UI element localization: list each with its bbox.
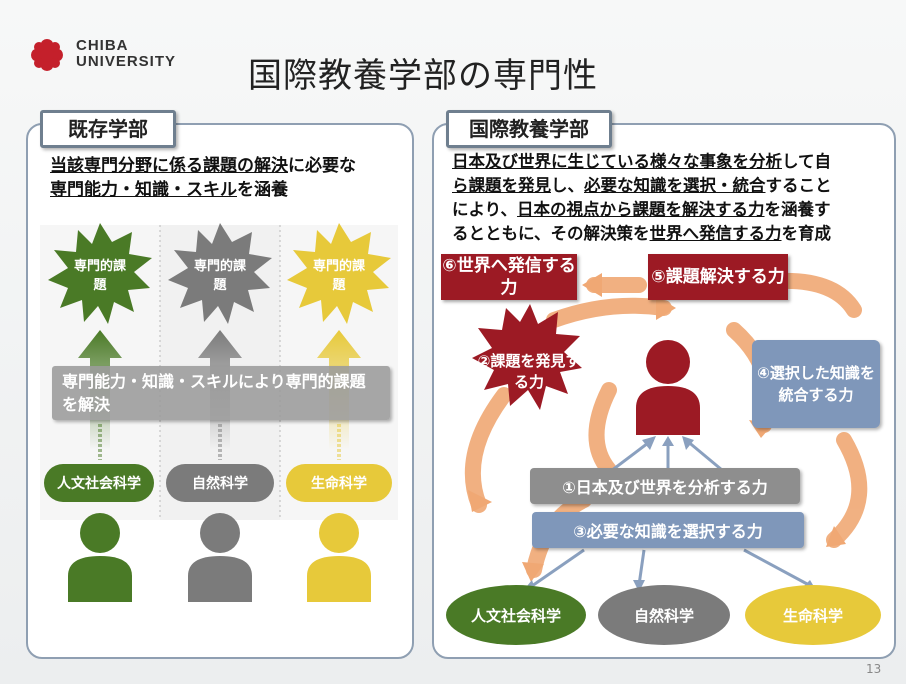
person-icon [188, 513, 252, 602]
discipline-pill: 人文社会科学 [44, 464, 154, 502]
left-lead-part: に必要な [288, 156, 356, 176]
right-lead-part: を涵養す [764, 200, 831, 219]
logo-line-1: CHIBA [76, 37, 129, 54]
left-lead-part: 当該専門分野に係る課題の解決 [50, 156, 288, 176]
step4-box: ④選択した知識を統合する力 [752, 340, 880, 428]
page-number: 13 [866, 662, 882, 676]
burst-label: 専門的課題 [193, 259, 246, 293]
person-icon [307, 513, 371, 602]
right-lead-part: 世界へ発信する力 [649, 224, 782, 243]
left-lead-part: を涵養 [237, 180, 288, 200]
cycle-arrows [464, 272, 868, 578]
burst-shape [168, 223, 272, 324]
right-lead-part: るとともに、その解決策を [452, 224, 650, 243]
right-lead-part: 必要な知識を選択・統合 [584, 176, 766, 195]
discipline-pill: 自然科学 [166, 464, 274, 502]
left-lead-text: 当該専門分野に係る課題の解決に必要な 専門能力・知識・スキルを涵養 [50, 154, 402, 202]
dashed-lines [98, 424, 341, 460]
field-oval: 生命科学 [745, 585, 881, 645]
right-lead-part: を育成 [781, 224, 832, 243]
chiba-logo-icon [31, 39, 63, 71]
person-icon [68, 513, 132, 602]
left-panel-tab: 既存学部 [40, 110, 176, 148]
right-lead-part: すること [765, 176, 832, 195]
right-panel-tab: 国際教養学部 [446, 110, 612, 148]
discovery-burst [472, 304, 582, 410]
field-oval: 人文社会科学 [446, 585, 586, 645]
step1-bar: ①日本及び世界を分析する力 [530, 468, 800, 504]
left-lead-part: 専門能力・知識・スキル [50, 180, 237, 200]
right-lead-part: 日本の視点から課題を解決する力 [517, 200, 765, 219]
overlay-text-box: 専門能力・知識・スキルにより専門的課題を解決 [52, 366, 390, 420]
page-title: 国際教養学部の専門性 [248, 56, 598, 96]
burst-shape [287, 223, 391, 324]
central-person-icon [636, 340, 700, 435]
right-lead-part: し、 [551, 176, 584, 195]
step5-box: ⑤課題解決する力 [648, 254, 788, 300]
step6-box: ⑥世界へ発信する力 [441, 254, 577, 300]
discipline-pill: 生命科学 [286, 464, 392, 502]
burst-label: 専門的課題 [73, 259, 126, 293]
step2-label: ②課題を発見する力 [477, 352, 581, 391]
field-oval: 自然科学 [598, 585, 730, 645]
burst-label: 専門的課題 [312, 259, 365, 293]
right-lead-part: ら課題を発見 [452, 176, 551, 195]
right-lead-part: により、 [452, 200, 518, 219]
burst-shape [48, 223, 152, 324]
right-diagram [464, 272, 868, 592]
right-lead-part: して自 [782, 152, 832, 171]
step3-bar: ③必要な知識を選択する力 [532, 512, 804, 548]
right-lead-part: 日本及び世界に生じている様々な事象を分析 [452, 152, 782, 171]
right-lead-text: 日本及び世界に生じている様々な事象を分析して自 ら課題を発見し、必要な知識を選択… [452, 150, 892, 246]
logo-line-2: UNIVERSITY [76, 53, 177, 70]
